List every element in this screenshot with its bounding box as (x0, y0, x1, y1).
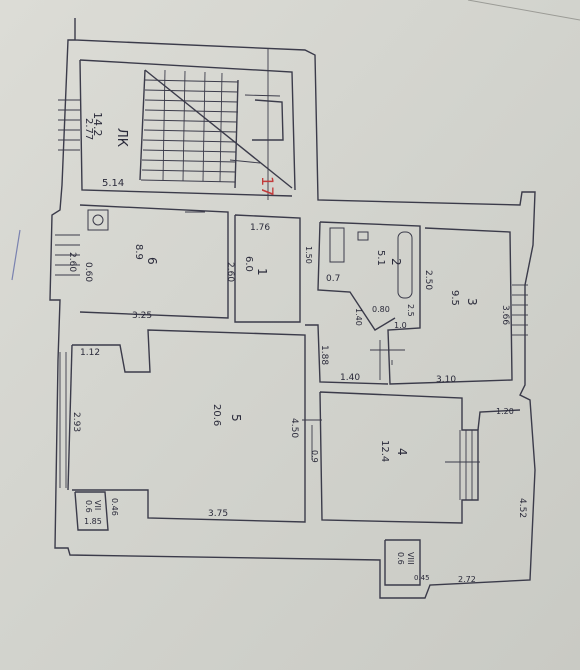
paper-fold-line (467, 0, 580, 21)
room-area-4: 12.4 (379, 440, 390, 462)
room-no-3: 3 (465, 298, 479, 306)
room-area-2: 5.1 (375, 250, 386, 266)
dim-label: 3.75 (208, 509, 228, 519)
dim-label: 1.12 (80, 348, 100, 358)
dim-label: 3.25 (132, 311, 152, 321)
dim-label: 3.10 (436, 375, 456, 385)
dim-label: 1.85 (84, 517, 102, 526)
dim-label: 2.50 (423, 270, 433, 290)
stair-label: ЛК (114, 128, 129, 147)
stair-width: 2.77 (83, 118, 94, 140)
dim-label: 4.50 (289, 418, 299, 438)
room-area-5: 20.6 (211, 404, 222, 426)
room-no-8: VIII (406, 552, 415, 565)
room-no-7: VII (93, 500, 102, 510)
bath-fixtures (87, 209, 413, 299)
red-mark: 17 (258, 176, 277, 196)
dim-label: 2.5 (406, 304, 415, 317)
room-area-3: 9.5 (449, 290, 460, 306)
room-area-7: 0.6 (84, 500, 93, 513)
window-marks (55, 99, 528, 500)
room-no-2: 2 (389, 258, 403, 266)
dim-label: 3.66 (500, 305, 510, 325)
dim-label: 1.76 (250, 223, 270, 233)
dim-label: 1.40 (340, 373, 360, 383)
margin-mark (11, 229, 21, 281)
room-no-4: 4 (395, 448, 409, 456)
dim-label: 1.88 (319, 345, 329, 365)
room-area-1: 6.0 (243, 256, 254, 272)
dim-label: 0.60 (83, 262, 93, 282)
room-no-1: 1 (255, 268, 269, 276)
dim-label: 1.50 (304, 246, 313, 264)
dim-label: 0.46 (110, 498, 119, 516)
dim-label: 2.60 (225, 262, 235, 282)
dim-label: 1.20 (496, 407, 514, 416)
dim-label: 2.93 (71, 412, 81, 432)
dim-label: 0.45 (414, 574, 430, 582)
dim-label: 1.40 (354, 308, 363, 326)
room-no-6: 6 (145, 257, 159, 265)
dim-label: 1.0 (394, 321, 407, 330)
room-no-5: 5 (229, 414, 243, 422)
dim-label: 2.60 (67, 252, 77, 272)
dim-label: 0.9 (310, 450, 319, 463)
dim-label: 4.52 (517, 498, 527, 518)
stair-area: 14.2 (91, 112, 104, 137)
wall-lines (49, 18, 536, 599)
dim-label: 2.72 (458, 575, 476, 584)
dim-label: 0.80 (372, 305, 390, 314)
room-area-8: 0.6 (396, 552, 405, 565)
dim-label: 0.7 (326, 274, 340, 284)
room-area-6: 8.9 (133, 244, 144, 260)
stair-length: 5.14 (102, 178, 124, 189)
stair-treads (140, 48, 281, 200)
